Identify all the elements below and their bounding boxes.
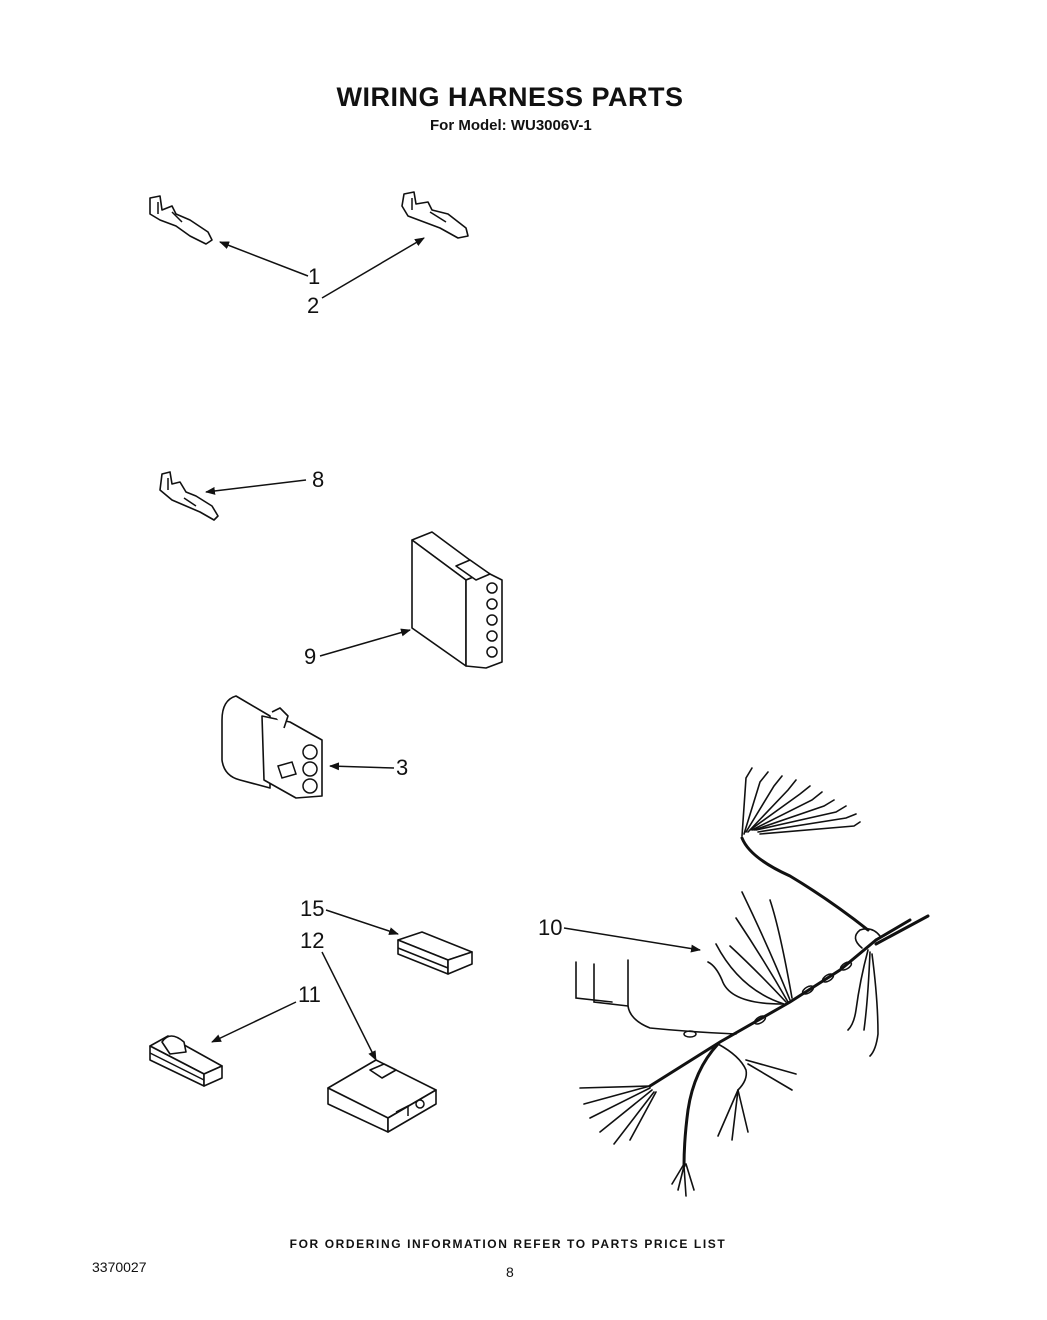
callout-10: 10 (538, 915, 563, 940)
wiring-harness-part-10 (575, 767, 930, 1197)
callout-9: 9 (304, 644, 317, 669)
terminal-part-1 (149, 195, 213, 245)
connector-part-11 (149, 1035, 223, 1087)
leader-lines (205, 237, 701, 1061)
callout-2: 2 (307, 293, 320, 318)
callout-11: 11 (298, 982, 321, 1007)
model-subtitle: For Model: WU3006V-1 (430, 117, 592, 134)
connector-part-12 (327, 1059, 437, 1133)
terminal-part-8 (159, 471, 219, 521)
connector-housing-part-9 (411, 531, 503, 669)
terminal-part-2 (401, 191, 469, 239)
callout-12: 12 (300, 928, 325, 953)
document-number: 3370027 (92, 1259, 147, 1275)
connector-part-3 (221, 695, 323, 799)
page-title: WIRING HARNESS PARTS (336, 82, 684, 112)
callout-8: 8 (312, 467, 325, 492)
callout-15: 15 (300, 896, 325, 921)
connector-part-15 (397, 931, 473, 975)
callout-1: 1 (308, 264, 321, 289)
page-number: 8 (506, 1264, 514, 1280)
ordering-info-note: FOR ORDERING INFORMATION REFER TO PARTS … (289, 1237, 727, 1251)
callout-3: 3 (396, 755, 409, 780)
